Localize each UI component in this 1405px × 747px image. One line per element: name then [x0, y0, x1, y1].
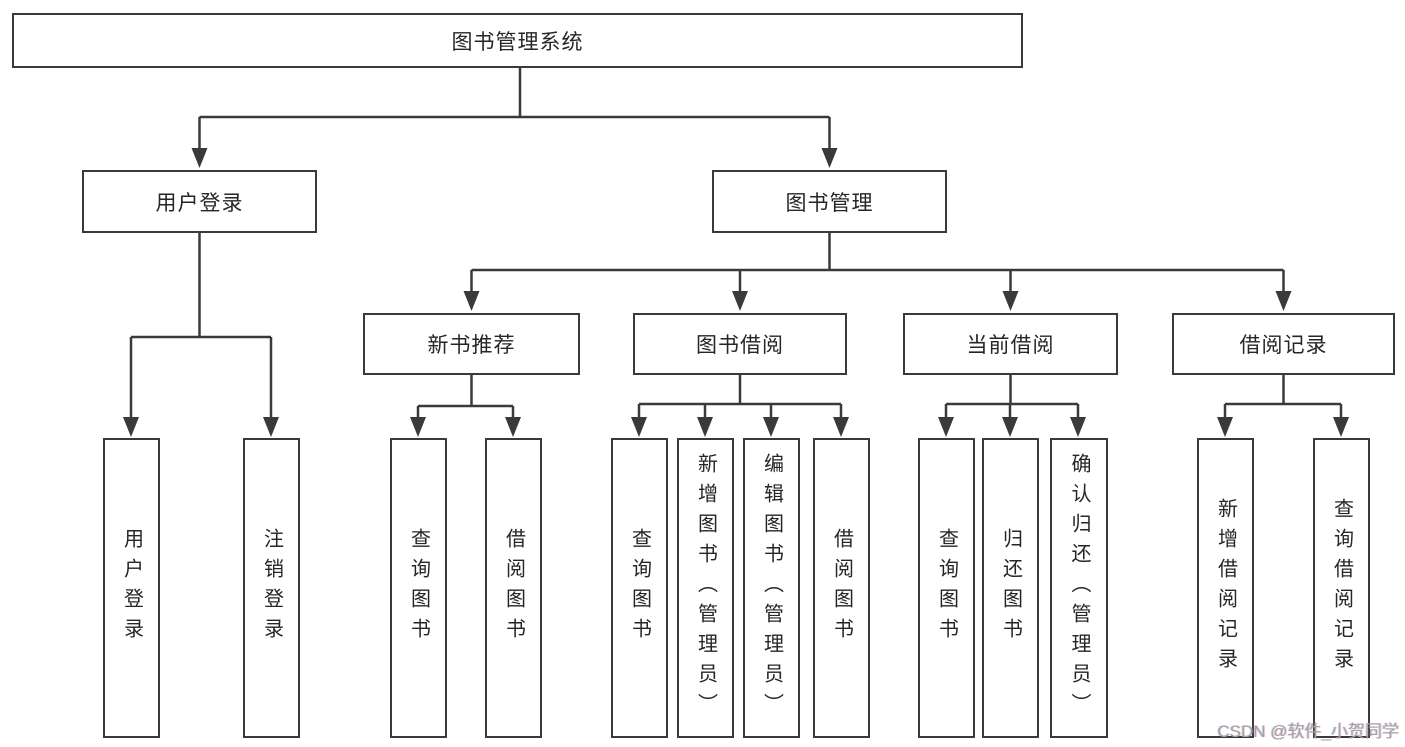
leaf-add-borrow-record: 新增借阅记录	[1197, 438, 1254, 738]
leaf-user-login: 用户登录	[103, 438, 160, 738]
leaf-query-books-current: 查询图书	[918, 438, 975, 738]
connector-book-mgmt-children	[470, 233, 1285, 294]
node-label: 新书推荐	[427, 334, 516, 357]
arrow-down-icon	[505, 417, 521, 437]
leaf-label: 新增借阅记录	[1214, 498, 1237, 678]
connector-current-borrow-children	[944, 375, 1080, 421]
connector-user-login-children	[129, 233, 273, 421]
arrow-down-icon	[123, 417, 139, 437]
arrow-down-icon	[263, 417, 279, 437]
leaf-confirm-return-admin: 确认归还（管理员）	[1050, 438, 1108, 738]
arrow-down-icon	[732, 291, 748, 311]
leaf-edit-books-admin: 编辑图书（管理员）	[743, 438, 800, 738]
arrow-down-icon	[1275, 291, 1292, 311]
connector-new-book-children	[416, 375, 515, 421]
leaf-add-books-admin: 新增图书（管理员）	[677, 438, 734, 738]
leaf-label: 查询图书	[935, 528, 958, 648]
leaf-label: 新增图书（管理员）	[694, 453, 717, 723]
arrow-down-icon	[938, 417, 954, 437]
leaf-label: 注销登录	[260, 528, 283, 648]
node-label: 借阅记录	[1239, 334, 1328, 357]
leaf-label: 用户登录	[120, 528, 143, 648]
leaf-label: 查询图书	[628, 528, 651, 648]
node-label: 用户登录	[155, 191, 244, 215]
leaf-label: 查询图书	[407, 528, 430, 648]
arrow-down-icon	[1002, 417, 1018, 437]
connector-book-borrow-children	[637, 375, 843, 421]
leaf-query-borrow-record: 查询借阅记录	[1313, 438, 1370, 738]
arrow-down-icon	[631, 417, 647, 437]
leaf-return-books: 归还图书	[982, 438, 1039, 738]
connector-borrow-records-children	[1223, 375, 1343, 421]
leaf-logout: 注销登录	[243, 438, 300, 738]
arrow-down-icon	[1070, 417, 1086, 437]
leaf-label: 编辑图书（管理员）	[760, 453, 783, 723]
node-book-management: 图书管理	[712, 170, 947, 233]
node-borrow-records: 借阅记录	[1172, 313, 1395, 375]
arrowhead-icons	[123, 148, 1349, 437]
node-label: 图书管理系统	[451, 30, 584, 54]
leaf-borrow-books: 借阅图书	[813, 438, 870, 738]
arrow-down-icon	[833, 417, 849, 437]
arrow-down-icon	[191, 148, 208, 168]
leaf-label: 借阅图书	[830, 528, 853, 648]
arrow-down-icon	[1002, 291, 1019, 311]
node-new-book-recommend: 新书推荐	[363, 313, 580, 375]
arrow-down-icon	[463, 291, 480, 311]
arrow-down-icon	[410, 417, 426, 437]
connector-root-to-level2	[198, 68, 831, 150]
arrow-down-icon	[1333, 417, 1349, 437]
leaf-query-books-borrow: 查询图书	[611, 438, 668, 738]
node-user-login: 用户登录	[82, 170, 317, 233]
leaf-label: 查询借阅记录	[1330, 498, 1353, 678]
leaf-label: 归还图书	[999, 528, 1022, 648]
csdn-watermark: CSDN @软件_小贺同学	[1217, 722, 1399, 741]
node-label: 图书管理	[785, 191, 874, 215]
arrow-down-icon	[821, 148, 838, 168]
leaf-label: 确认归还（管理员）	[1068, 453, 1090, 723]
node-root-library-system: 图书管理系统	[12, 13, 1023, 68]
leaf-label: 借阅图书	[502, 528, 525, 648]
leaf-query-books-recommend: 查询图书	[390, 438, 447, 738]
node-book-borrow: 图书借阅	[633, 313, 847, 375]
leaf-borrow-books-recommend: 借阅图书	[485, 438, 542, 738]
node-label: 图书借阅	[696, 334, 784, 357]
arrow-down-icon	[763, 417, 779, 437]
arrow-down-icon	[697, 417, 713, 437]
arrow-down-icon	[1217, 417, 1233, 437]
node-label: 当前借阅	[966, 334, 1055, 357]
node-current-borrow: 当前借阅	[903, 313, 1118, 375]
